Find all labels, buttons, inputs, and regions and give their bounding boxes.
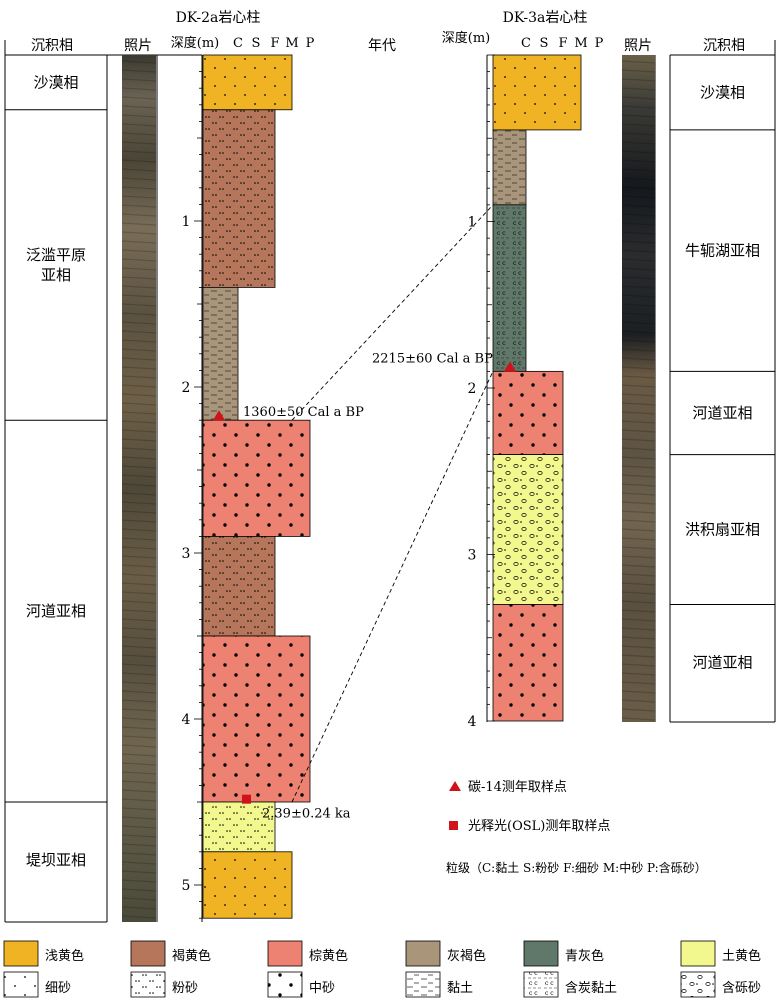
lithology-pattern [203, 851, 292, 919]
correlation-line [291, 204, 494, 421]
correlation-line [291, 371, 494, 803]
grain-header-p: P [595, 36, 604, 51]
legend-pattern-fill [268, 972, 302, 997]
lithology-pattern [203, 636, 310, 802]
core-photo [122, 55, 156, 922]
grain-header-m: M [285, 36, 298, 51]
depth-tick-label: 3 [182, 546, 191, 562]
legend-pattern-label: 中砂 [309, 981, 335, 996]
grain-header-s: S [252, 36, 261, 51]
legend-color-swatch [267, 940, 303, 967]
legend-pattern-fill [4, 972, 38, 997]
correlation-lines [291, 204, 494, 803]
facies-label: 沙漠相 [700, 83, 745, 101]
legend-pattern-label: 黏土 [447, 980, 473, 996]
c14-legend-label: 碳-14测年取样点 [468, 780, 567, 795]
lithology-pattern [493, 129, 526, 205]
legend-pattern-label: 含炭黏土 [565, 980, 617, 996]
depth-tick-label: 1 [182, 214, 191, 230]
legend-color-label: 青灰色 [565, 948, 604, 964]
sample-age-label: 2215±60 Cal a BP [372, 351, 493, 366]
grain-header-c: C [233, 36, 243, 51]
lithology-pattern [203, 287, 238, 421]
legend-pattern-label: 含砾砂 [722, 980, 761, 996]
lithology-pattern [203, 420, 310, 537]
osl-marker-icon [449, 821, 458, 830]
facies-label: 河道亚相 [692, 654, 752, 672]
lithology-pattern [203, 536, 275, 636]
lithology-pattern [493, 454, 563, 605]
core-photo [622, 55, 655, 722]
legend-pattern-fill [131, 972, 165, 997]
lithology-pattern [493, 204, 526, 372]
facies-label: 河道亚相 [26, 602, 86, 620]
depth-tick-label: 1 [468, 215, 477, 231]
grain-header-m: M [574, 36, 587, 51]
legend-color-swatch [680, 940, 716, 967]
c14-marker-icon [449, 781, 461, 791]
right-photo-header: 照片 [624, 38, 652, 54]
lithology-pattern [203, 55, 292, 110]
right-core-title: DK-3a岩心柱 [503, 10, 588, 26]
grain-header-c: C [521, 36, 531, 51]
left-depth-header: 深度(m) [171, 35, 219, 51]
grain-size-note: 粒级（C:黏土 S:粉砂 F:细砂 M:中砂 P:含砾砂） [446, 860, 707, 875]
left-core-title: DK-2a岩心柱 [176, 10, 261, 26]
lithology-pattern [493, 55, 581, 130]
lithology-pattern [203, 802, 275, 852]
grain-header-p: P [306, 36, 315, 51]
marker-legend: 碳-14测年取样点 光释光(OSL)测年取样点 粒级（C:黏土 S:粉砂 F:细… [446, 780, 707, 875]
lithology-pattern [493, 371, 563, 455]
legend-color-label: 褐黄色 [172, 948, 211, 964]
facies-label: 洪积扇亚相 [685, 521, 760, 539]
grain-header-s: S [540, 36, 549, 51]
legend-pattern-fill [406, 972, 440, 997]
lithology-pattern [203, 109, 275, 288]
facies-label: 沙漠相 [33, 73, 78, 91]
sample-age-label: 1360±50 Cal a BP [243, 405, 364, 420]
legend-color-label: 浅黄色 [45, 948, 84, 964]
depth-tick-label: 2 [468, 381, 477, 397]
left-photo-header: 照片 [124, 38, 152, 54]
depth-tick-label: 4 [182, 712, 191, 728]
legend-pattern-fill [524, 972, 558, 997]
depth-tick-label: 5 [182, 878, 191, 894]
depth-tick-label: 2 [182, 380, 191, 396]
depth-tick-label: 3 [468, 548, 477, 564]
osl-sample-marker [242, 794, 251, 804]
legend-color-swatch [130, 940, 166, 967]
grain-header-f: F [270, 36, 279, 51]
legend-color-swatch [3, 940, 39, 967]
depth-tick-label: 4 [468, 714, 477, 730]
age-header: 年代 [368, 38, 396, 54]
sample-age-label: 2.39±0.24 ka [262, 807, 351, 822]
grain-header-f: F [558, 36, 567, 51]
legend-pattern-label: 粉砂 [172, 981, 198, 996]
legend-color-swatch [405, 940, 441, 967]
facies-label: 泛滥平原 [26, 246, 86, 264]
legend-color-label: 棕黄色 [309, 948, 348, 964]
c14-sample-marker [213, 410, 225, 421]
right-facies-header: 沉积相 [703, 38, 745, 54]
legend-color-label: 灰褐色 [447, 948, 486, 964]
facies-label: 牛轭湖亚相 [685, 242, 760, 260]
legend-pattern-label: 细砂 [45, 981, 71, 996]
c14-sample-marker [504, 361, 516, 372]
facies-label: 河道亚相 [692, 404, 752, 422]
facies-label: 堤坝亚相 [26, 851, 86, 869]
left-facies-header: 沉积相 [31, 38, 73, 54]
right-depth-header: 深度(m) [442, 30, 490, 46]
facies-label: 亚相 [41, 266, 71, 284]
legend-pattern-fill [681, 972, 715, 997]
legend-color-swatch [523, 940, 559, 967]
osl-legend-label: 光释光(OSL)测年取样点 [468, 819, 610, 834]
lithology-pattern [493, 604, 563, 721]
legend-color-label: 土黄色 [722, 948, 761, 964]
